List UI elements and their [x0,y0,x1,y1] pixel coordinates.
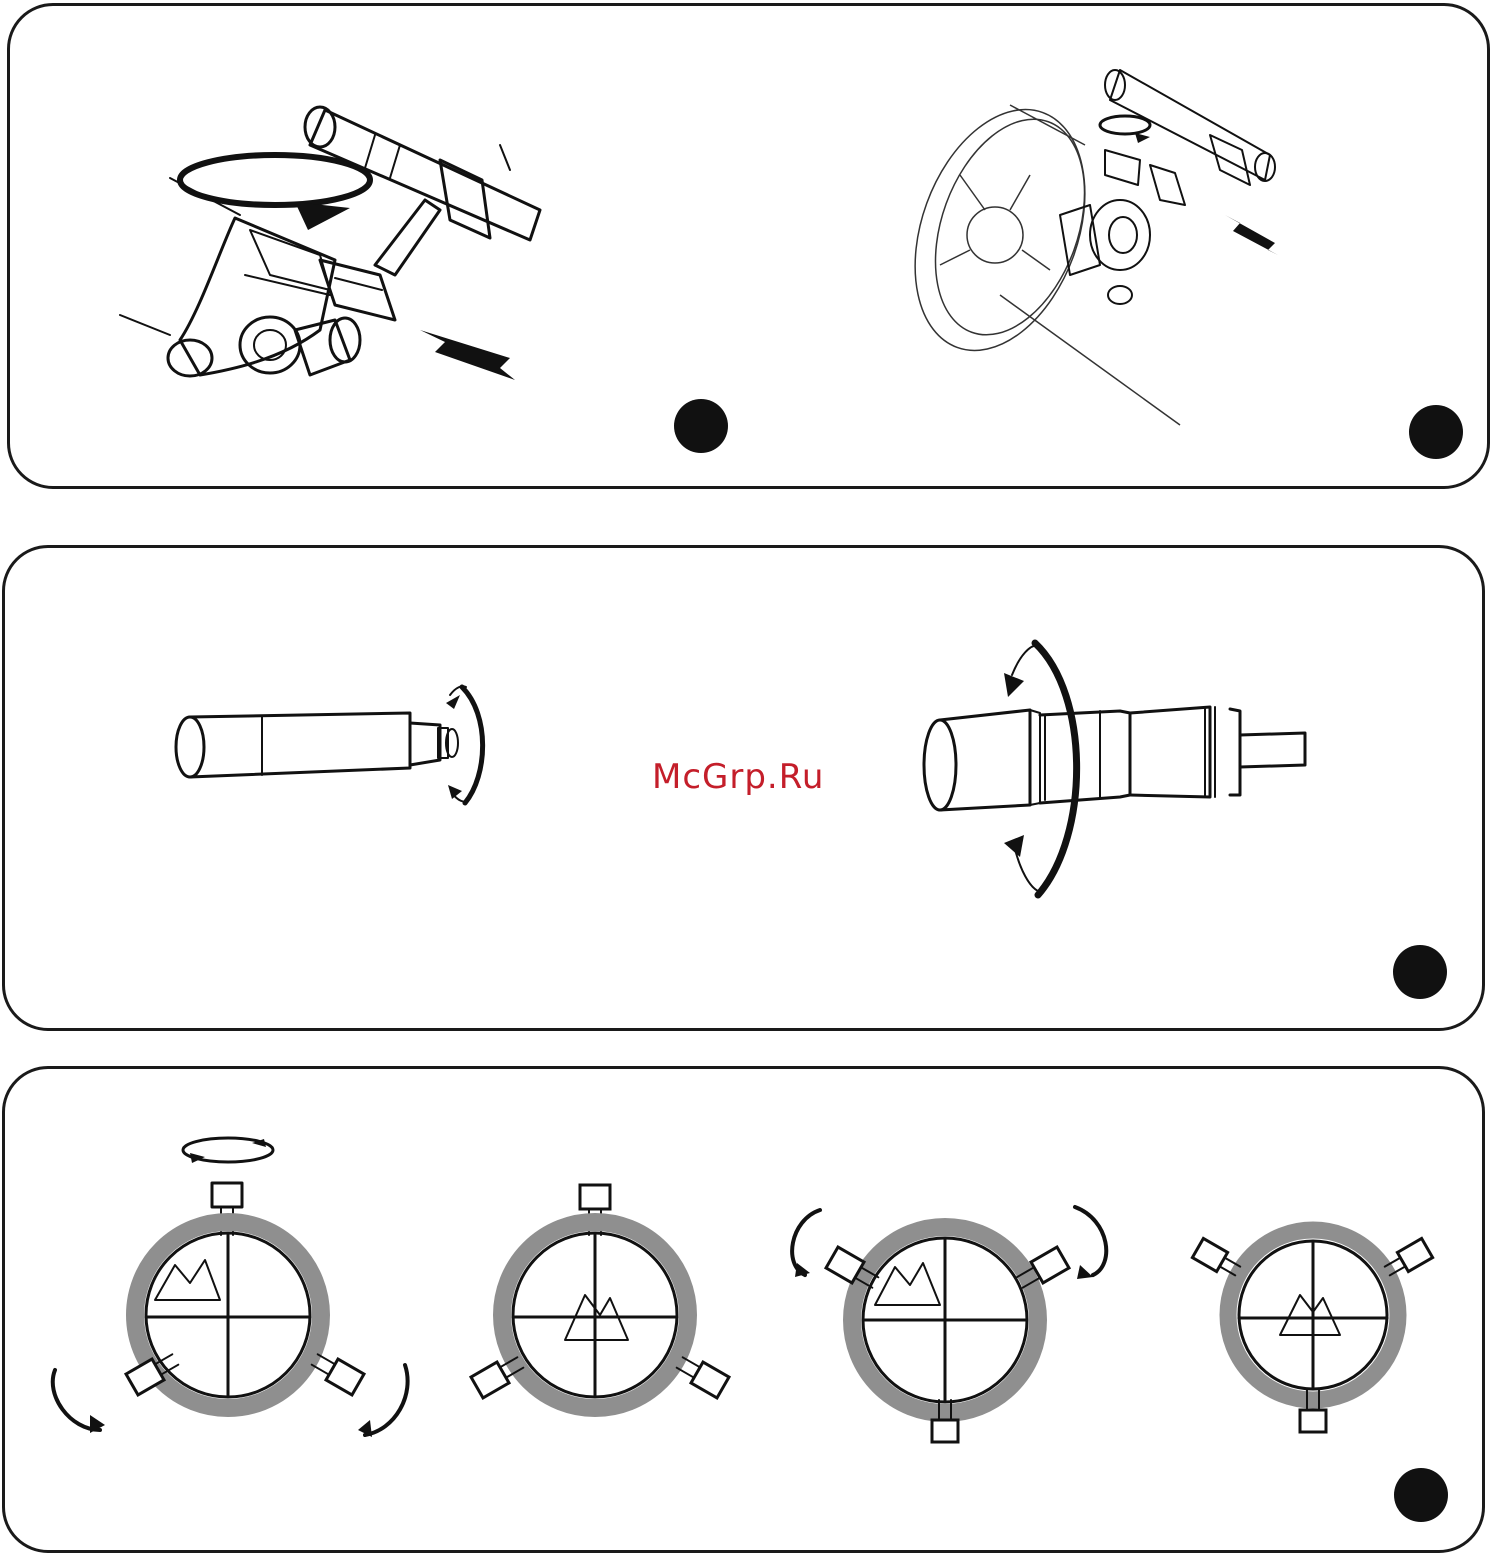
reticle-aligned-alt-illustration [1185,1210,1445,1445]
reticle-aligned-illustration [460,1180,750,1420]
adjust-arrow-icon [365,1365,408,1435]
large-finder-focus-illustration [920,635,1320,905]
step-marker-3 [1393,945,1447,999]
adjust-arrow-icon [792,1210,820,1275]
refractor-finder-mount-illustration [110,90,570,410]
focus-rotate-arrow-icon [462,687,483,803]
watermark: McGrp.Ru [652,757,824,797]
insert-arrow-icon [420,330,515,380]
reflector-finder-mount-illustration [910,55,1330,435]
reticle-misaligned-illustration [40,1125,420,1455]
insert-arrow-icon [1225,215,1278,255]
adjust-arrow-icon [1075,1207,1106,1275]
step-marker-4 [1394,1468,1448,1522]
step-marker-2 [1409,405,1463,459]
step-marker-1 [674,399,728,453]
reticle-misaligned-alt-illustration [775,1195,1155,1450]
small-finder-focus-illustration [170,675,490,810]
focus-rotate-arrow-icon [1035,643,1077,895]
